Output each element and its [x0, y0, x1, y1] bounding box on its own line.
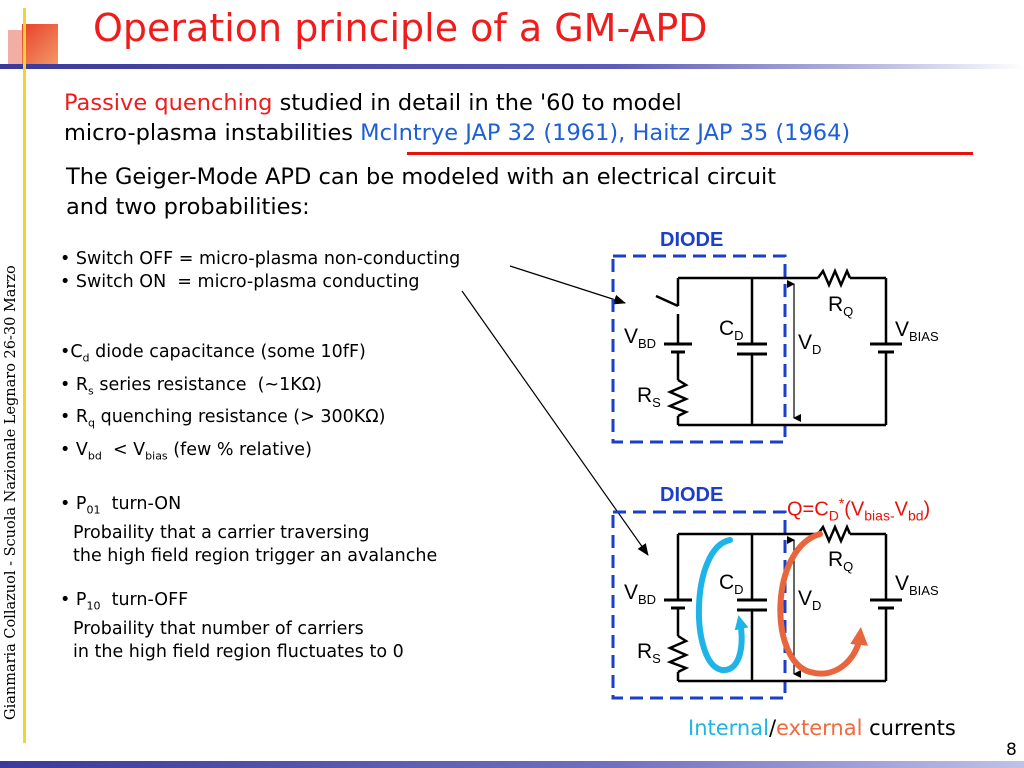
internal-current-loop	[696, 537, 749, 673]
list-item: • Switch ON = micro-plasma conducting	[60, 272, 420, 292]
prob-on-line-2: the high field region trigger an avalanc…	[73, 545, 438, 566]
prob-turn-on: • P01 turn-ON Probaility that a carrier …	[60, 494, 438, 566]
charge-formula: Q=CD*(Vbias-Vbd)	[787, 495, 931, 524]
switch-on-text: Switch ON = micro-plasma conducting	[75, 272, 420, 292]
prob-on-line-1: Probaility that a carrier traversing	[73, 522, 370, 543]
diode-label-bottom: DIODE	[660, 484, 724, 506]
model-paragraph: The Geiger-Mode APD can be modeled with …	[66, 162, 776, 222]
diode-box-top	[611, 254, 787, 444]
prob-off-line-2: in the high field region fluctuates to 0	[73, 641, 404, 662]
external-word: external	[776, 716, 863, 740]
switch-off-text: Switch OFF = micro-plasma non-conducting	[75, 249, 461, 269]
vbd-label-top: VBD	[624, 325, 657, 352]
rs-resistor-top	[666, 378, 690, 418]
switch-list: • Switch OFF = micro-plasma non-conducti…	[60, 248, 460, 294]
left-vertical-rule	[23, 8, 26, 743]
prob-off-line-1: Probaility that number of carriers	[73, 618, 364, 639]
header-decor-square	[22, 24, 58, 66]
passive-quenching-text: Passive quenching	[64, 90, 273, 116]
model-line-1: The Geiger-Mode APD can be modeled with …	[66, 164, 777, 190]
rq-label-top: RQ	[828, 293, 854, 320]
page-number: 8	[1006, 740, 1017, 760]
vbias-label-top: VBIAS	[895, 318, 939, 345]
currents-caption: Internal/external currents	[688, 716, 956, 740]
rs-label-bottom: RS	[637, 640, 661, 667]
prob-turn-off: • P10 turn-OFF Probaility that number of…	[60, 590, 404, 662]
param-list: •Cd diode capacitance (some 10fF) • Rs s…	[60, 339, 385, 469]
circuit-top	[611, 254, 902, 444]
param-vbd: • Vbd < Vbias (few % relative)	[60, 439, 312, 463]
list-item: • Switch OFF = micro-plasma non-conducti…	[60, 249, 461, 269]
rs-resistor-bottom	[666, 634, 690, 674]
rq-resistor-bottom	[816, 523, 852, 545]
reference-link[interactable]: McIntrye JAP 32 (1961), Haitz JAP 35 (19…	[360, 120, 851, 146]
intro-line-1: Passive quenching studied in detail in t…	[64, 88, 850, 118]
param-cd: •Cd diode capacitance (some 10fF)	[60, 342, 366, 365]
cd-label-bottom: CD	[719, 571, 744, 598]
external-current-loop	[777, 531, 869, 677]
footer-bar	[0, 761, 1024, 768]
param-rs: • Rs series resistance (~1KΩ)	[60, 374, 322, 398]
intro-line-2: micro-plasma instabilities McIntrye JAP …	[64, 118, 850, 148]
switch-on-pointer-arrow	[461, 290, 649, 556]
diode-box-bottom	[611, 510, 787, 700]
intro-line-1-rest: studied in detail in the '60 to model	[272, 90, 682, 116]
vd-label-top: VD	[798, 331, 822, 358]
rs-label-top: RS	[637, 384, 661, 411]
vd-label-bottom: VD	[798, 587, 822, 614]
rq-label-bottom: RQ	[828, 548, 854, 575]
intro-line-2-start: micro-plasma instabilities	[64, 120, 361, 146]
switch-top	[655, 294, 679, 308]
reference-underline	[407, 152, 973, 155]
header-underline	[0, 64, 1024, 69]
intro-paragraph: Passive quenching studied in detail in t…	[64, 88, 850, 148]
vbd-label-bottom: VBD	[624, 581, 657, 608]
circuit-bottom	[611, 510, 902, 700]
page-title: Operation principle of a GM-APD	[93, 6, 708, 50]
internal-word: Internal	[688, 716, 769, 740]
param-rq: • Rq quenching resistance (> 300KΩ)	[60, 407, 386, 430]
model-line-2: and two probabilities:	[66, 194, 310, 220]
switch-off-pointer-arrow	[509, 265, 626, 305]
vbias-label-bottom: VBIAS	[895, 572, 939, 599]
diode-label-top: DIODE	[660, 229, 724, 251]
cd-label-top: CD	[719, 317, 744, 344]
rq-resistor-top	[816, 267, 852, 289]
